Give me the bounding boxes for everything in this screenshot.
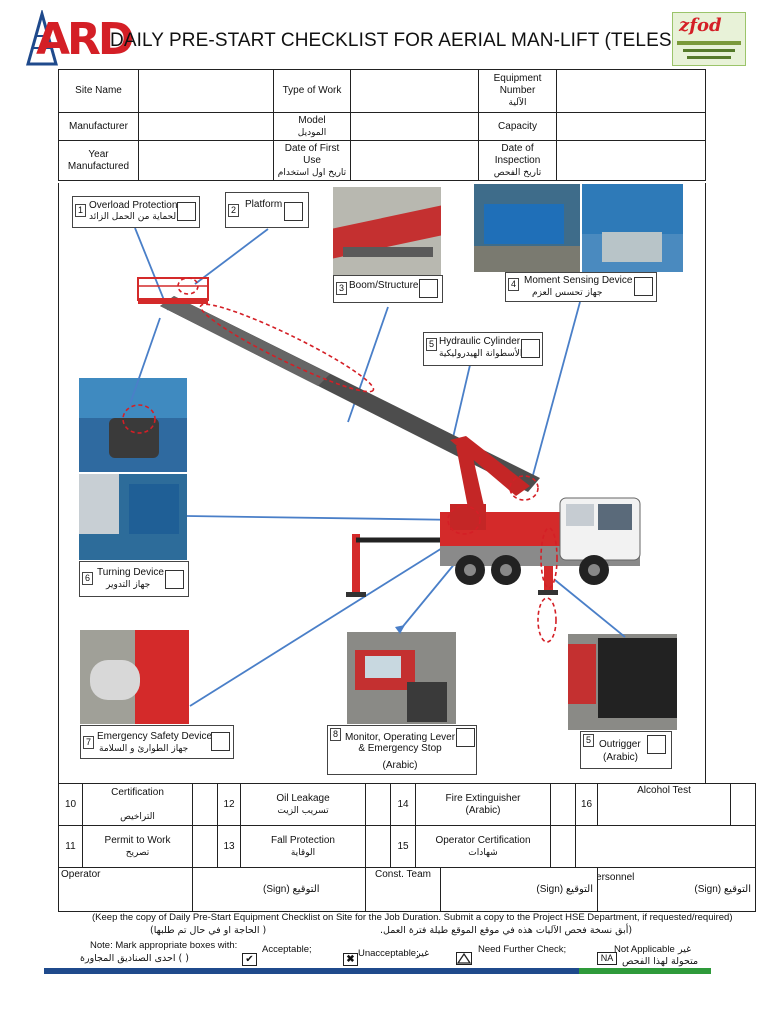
na-label-ar2: متحولة لهذا الفحص <box>622 956 699 967</box>
boom-photo <box>333 187 441 275</box>
num-15: 15 <box>390 825 416 868</box>
item-4-checkbox[interactable] <box>634 277 653 296</box>
further-check-label: Need Further Check; <box>478 944 567 955</box>
hse-cell: HSE Personnel(Sign) التوقيع <box>597 867 756 912</box>
check-11-a[interactable] <box>192 825 218 868</box>
unacceptable-label-ar: غير <box>416 948 430 959</box>
outrigger-photo <box>568 634 677 730</box>
acceptable-label: Acceptable; <box>262 944 312 955</box>
num-12: 12 <box>217 783 241 826</box>
tower-icon <box>26 10 58 66</box>
footer-keep-copy: (Keep the copy of Daily Pre-Start Equipm… <box>92 912 733 923</box>
item-4-moment-sensing: 4 Moment Sensing Device جهاز تحسس العزم <box>505 272 657 302</box>
item-8-checkbox[interactable] <box>456 728 475 747</box>
fire-extinguisher-cell: Fire Extinguisher(Arabic) <box>415 783 551 826</box>
num-13: 13 <box>217 825 241 868</box>
item-1-overload-protection: 1 Overload Protection الحماية من الحمل ا… <box>72 196 200 228</box>
operator-cell: Operator <box>58 867 193 912</box>
date-inspection-field[interactable] <box>556 140 706 181</box>
footer-bar-green <box>579 968 711 974</box>
logo-right-text: zfod <box>679 15 722 36</box>
hse-sign[interactable]: (Sign) التوقيع <box>694 883 751 895</box>
note-label-ar: ( ) احدى الصناديق المجاورة <box>80 953 189 964</box>
figure-frame <box>58 183 706 783</box>
num-10: 10 <box>58 783 83 826</box>
item-5-outrigger: 5 Outrigger (Arabic) <box>580 731 672 769</box>
item-5b-checkbox[interactable] <box>647 735 666 754</box>
emergency-device-photo <box>80 630 189 724</box>
footer-bar-blue <box>44 968 579 974</box>
monitor-lever-photo <box>347 632 456 724</box>
num-14: 14 <box>390 783 416 826</box>
item-6-turning-device: 6 Turning Device جهاز التدوير <box>79 561 189 597</box>
const-team-sign[interactable]: (Sign) التوقيع <box>440 867 598 912</box>
check-mark-icon: ✔ <box>242 953 257 966</box>
check-15-a[interactable] <box>550 825 576 868</box>
item-2-checkbox[interactable] <box>284 202 303 221</box>
item-5-hydraulic-cylinder: 5 Hydraulic Cylinder الأسطوانة الهيدرولي… <box>423 332 543 366</box>
moment-sensor-photo-left <box>474 184 580 272</box>
item-6-checkbox[interactable] <box>165 570 184 589</box>
check-10-a[interactable] <box>192 783 218 826</box>
check-12-a[interactable] <box>365 783 391 826</box>
na-label-ar: غير <box>678 944 692 955</box>
site-name-label: Site Name <box>58 69 139 113</box>
alcohol-test-cell: Alcohol Test <box>597 783 731 826</box>
item-7-checkbox[interactable] <box>211 732 230 751</box>
year-manufactured-field[interactable] <box>138 140 274 181</box>
date-first-use-field[interactable] <box>350 140 479 181</box>
operator-sign[interactable]: (Sign) التوقيع <box>192 867 366 912</box>
zfod-logo: zfod <box>672 12 746 66</box>
blank-cell <box>575 825 756 868</box>
turning-device-photo-bottom <box>79 474 187 560</box>
logo-text: ARD <box>36 14 134 65</box>
check-16-a[interactable] <box>730 783 756 826</box>
footer-keep-copy-ar: (أبق نسخة فحص الآليات هذه في موقع الموقع… <box>380 925 633 936</box>
item-3-checkbox[interactable] <box>419 279 438 298</box>
page-title: DAILY PRE-START CHECKLIST FOR AERIAL MAN… <box>110 30 739 51</box>
model-field[interactable] <box>350 112 479 141</box>
check-13-a[interactable] <box>365 825 391 868</box>
item-3-boom-structure: 3 Boom/Structure <box>333 275 443 303</box>
item-5-checkbox[interactable] <box>521 339 540 358</box>
na-label: Not Applicable <box>614 944 675 955</box>
item-8-monitor-lever: 8 Monitor, Operating Lever & Emergency S… <box>327 725 477 775</box>
moment-sensor-photo-right <box>582 184 683 272</box>
num-16: 16 <box>575 783 598 826</box>
ard-logo: ARD <box>22 10 134 66</box>
item-7-emergency-safety: 7 Emergency Safety Device جهاز الطوارئ و… <box>80 725 234 759</box>
check-14-a[interactable] <box>550 783 576 826</box>
manufacturer-label: Manufacturer <box>58 112 139 141</box>
item-1-checkbox[interactable] <box>177 202 196 221</box>
cross-mark-icon: ✖ <box>343 953 358 966</box>
unacceptable-label: Unacceptable; <box>358 948 419 959</box>
note-label: Note: Mark appropriate boxes with: <box>90 940 238 951</box>
num-11: 11 <box>58 825 83 868</box>
const-team-cell: Const. Team <box>365 867 441 912</box>
na-box: NA <box>597 952 617 965</box>
footer-keep-copy-ar2: ( الحاجة او في حال تم طلبها) <box>150 925 267 936</box>
item-2-platform: 2 Platform <box>225 192 309 228</box>
triangle-icon <box>456 952 472 965</box>
